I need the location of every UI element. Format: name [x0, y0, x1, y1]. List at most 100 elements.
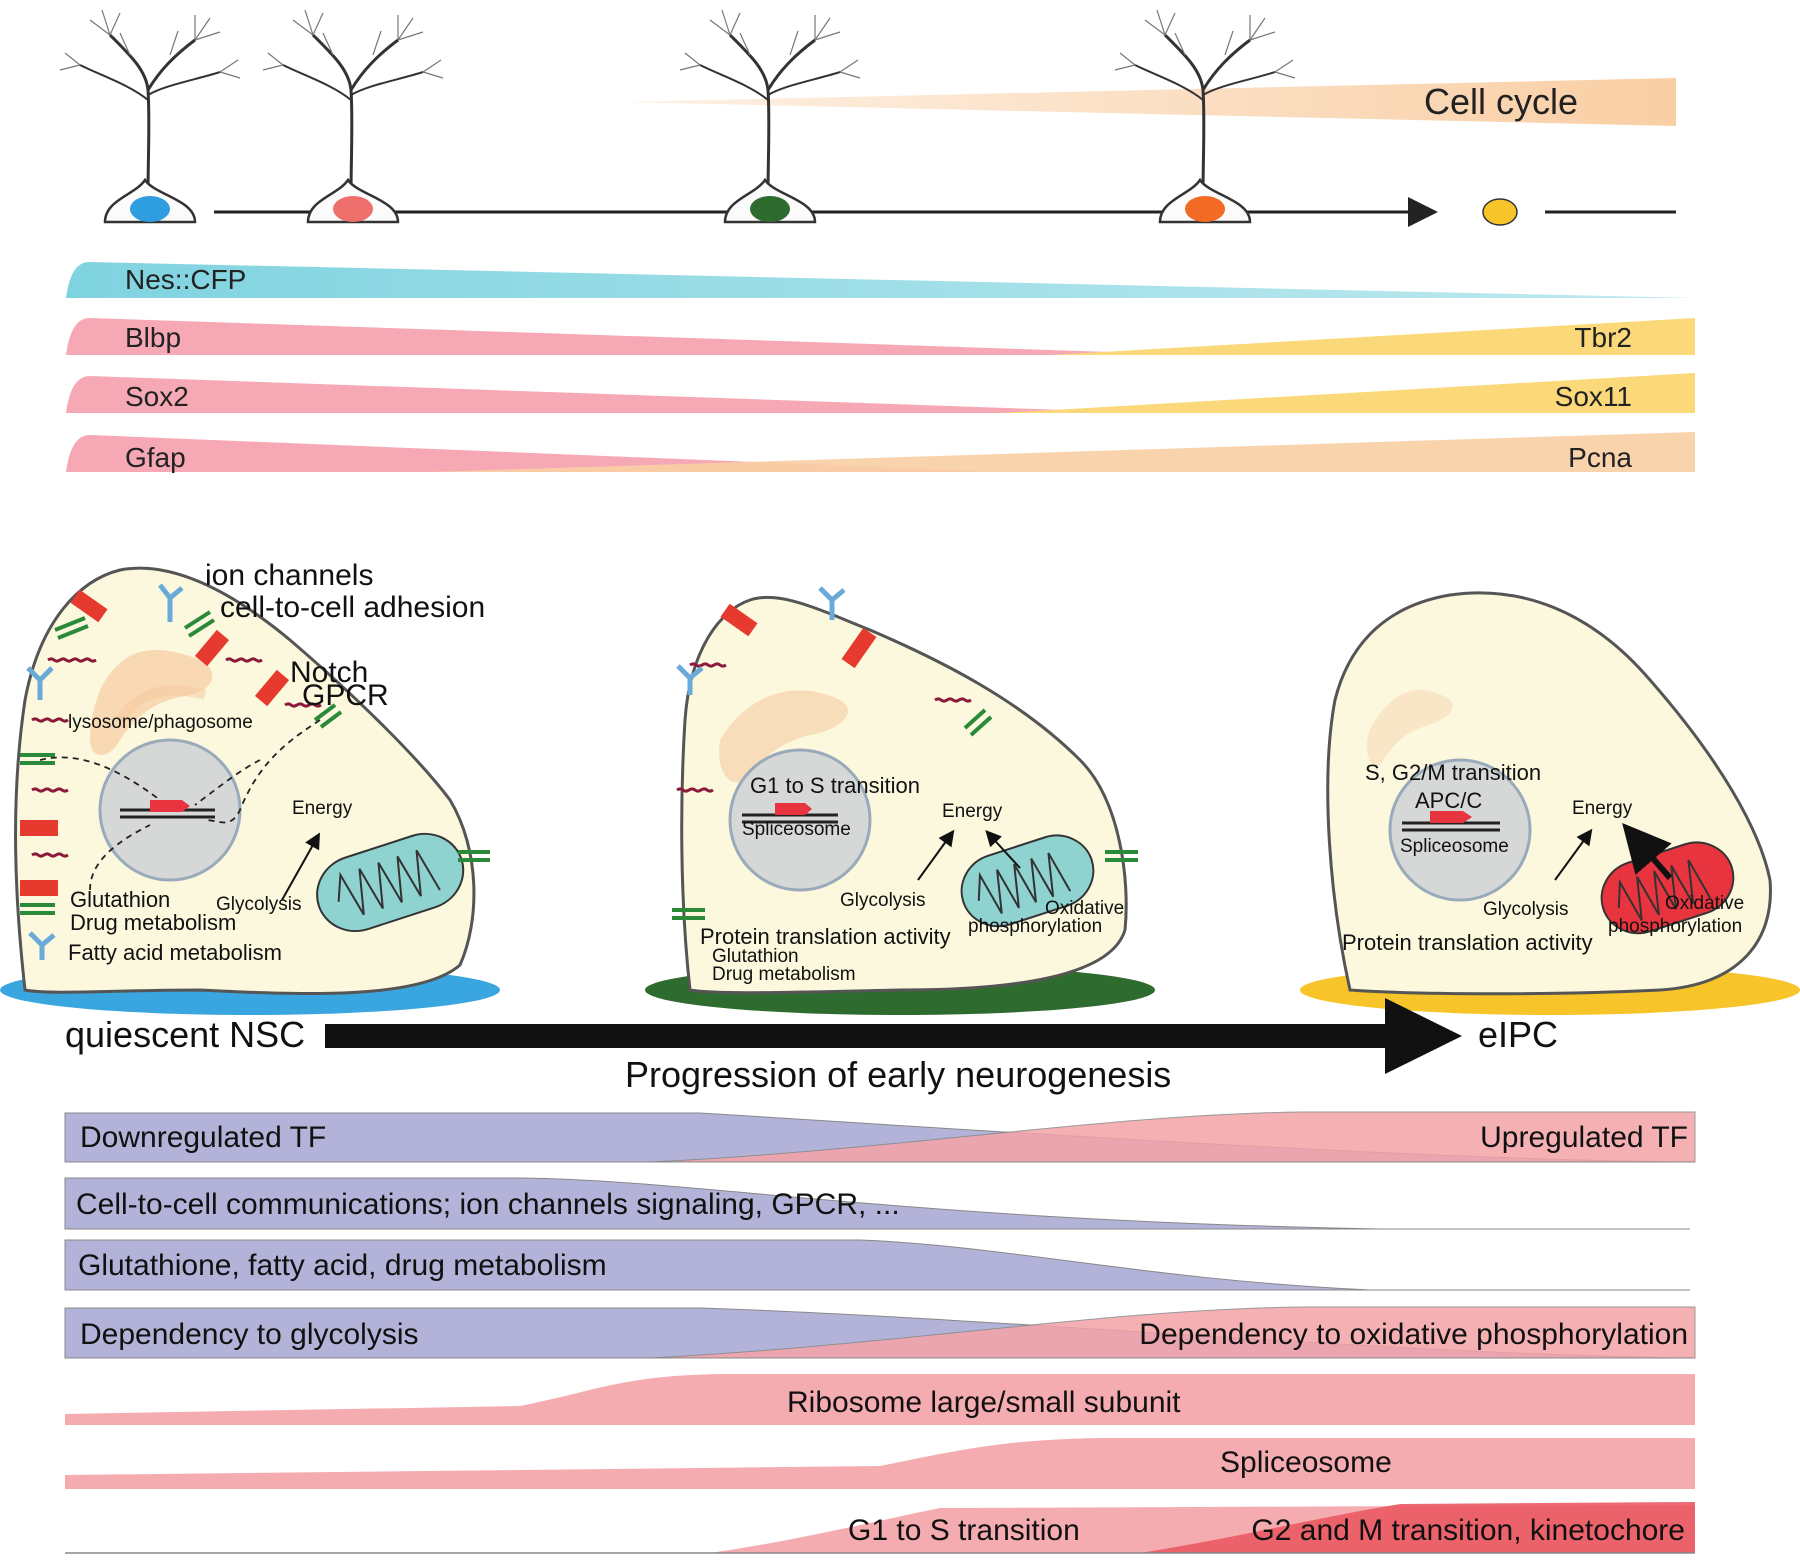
nes-band: [66, 262, 1695, 298]
g1s-band-label: G1 to S transition: [848, 1514, 1080, 1547]
glycolysis-label: Glycolysis: [216, 894, 302, 915]
adhesion-molecule-icon: [20, 610, 490, 915]
metabolism-band: [64, 1239, 1690, 1291]
radial-cell-pink: [262, 9, 444, 224]
spliceosome-label: Spliceosome: [1220, 1446, 1392, 1479]
oxphos-arrow: [985, 830, 1021, 869]
protein-translation-label: Protein translation activity: [1342, 930, 1593, 955]
ribosome-band: [65, 1374, 1695, 1425]
energy-label: Energy: [1572, 798, 1633, 819]
pcna-band: [430, 432, 1695, 472]
adhesion-label: cell-to-cell adhesion: [220, 591, 485, 624]
golgi-icon: [719, 690, 849, 783]
blbp-band: [66, 318, 1200, 355]
sox2-band: [66, 376, 1150, 413]
eipc-label: eIPC: [1478, 1014, 1558, 1055]
spliceosome-label: Spliceosome: [742, 819, 851, 840]
signaling-paths: [39, 719, 321, 891]
ion-channel-icon: [676, 586, 846, 695]
lysosome-label: lysosome/phagosome: [68, 712, 253, 733]
glycolysis-arrow: [281, 832, 320, 901]
ion-channels-label: ion channels: [205, 559, 373, 592]
cell-eipc: S, G2/M transition APC/C Spliceosome Ene…: [1300, 591, 1800, 1015]
oxidative-label: Oxidative: [1045, 898, 1124, 919]
progression-arrow: [325, 998, 1462, 1074]
radial-cell-green: [679, 9, 861, 224]
nes-label: Nes::CFP: [125, 264, 246, 295]
notch-receptor-icon: [70, 589, 108, 623]
dendrite-tree-icon: [59, 9, 241, 196]
radial-cell-orange: [1114, 9, 1296, 224]
cell-nucleus-green: [750, 196, 790, 222]
notch-receptor-icon: [254, 669, 290, 707]
cell-nucleus-pink: [333, 196, 373, 222]
notch-receptor-icon: [841, 627, 877, 669]
membrane-receptors: [672, 586, 1138, 920]
protein-translation-label: Protein translation activity: [700, 924, 951, 949]
oxphos-band: [649, 1306, 1696, 1359]
dendrite-tree-icon: [679, 9, 861, 196]
energy-label: Energy: [292, 798, 353, 819]
g2m-band: [1140, 1502, 1695, 1553]
g1s-label: G1 to S transition: [750, 773, 920, 798]
notch-label: Notch: [290, 656, 368, 689]
nucleus-icon: [728, 748, 872, 892]
radial-cell-blue: [59, 9, 241, 224]
ribosome-label: Ribosome large/small subunit: [787, 1386, 1181, 1419]
golgi-cisterna-icon: [115, 685, 207, 723]
glycolysis-arrow: [1554, 828, 1593, 881]
gfap-label: Gfap: [125, 442, 186, 473]
mitochondrion-icon: [960, 834, 1095, 928]
nucleus-icon: [98, 738, 242, 882]
up-tf-band: [649, 1111, 1696, 1163]
drug-metabolism-label: Drug metabolism: [712, 964, 856, 985]
communication-band: [64, 1177, 1690, 1230]
blbp-label: Blbp: [125, 322, 181, 353]
progression: quiescent NSC eIPC Progression of early …: [65, 998, 1558, 1095]
phosphorylation-label: phosphorylation: [968, 916, 1102, 937]
cell-nucleus-blue: [130, 196, 170, 222]
tbr2-label: Tbr2: [1574, 322, 1632, 353]
progression-caption: Progression of early neurogenesis: [625, 1054, 1171, 1095]
oxphos-dependency-label: Dependency to oxidative phosphorylation: [1139, 1318, 1688, 1351]
notch-receptor-icon: [720, 603, 758, 637]
ion-channel-icon: [26, 583, 184, 960]
s-g2m-label: S, G2/M transition: [1365, 760, 1541, 785]
glutathion-label: Glutathion: [70, 887, 170, 912]
dendrite-tree-icon: [262, 9, 444, 196]
glycolysis-dependency-label: Dependency to glycolysis: [80, 1318, 419, 1351]
down-tf-label: Downregulated TF: [80, 1121, 326, 1154]
fatty-acid-label: Fatty acid metabolism: [68, 940, 282, 965]
sox11-band: [1000, 373, 1695, 413]
gpcr-coil-icon: [676, 662, 972, 793]
energy-label: Energy: [942, 801, 1003, 822]
notch-receptor-icon: [20, 820, 58, 836]
up-tf-label: Upregulated TF: [1480, 1121, 1688, 1154]
spliceosome-label: Spliceosome: [1400, 836, 1509, 857]
spliceosome-band: [65, 1438, 1695, 1489]
adhesion-molecule-icon: [672, 708, 1138, 920]
tbr2-band: [1050, 318, 1695, 355]
sox11-label: Sox11: [1555, 381, 1632, 412]
mitochondrion-icon: [316, 832, 465, 933]
oxphos-arrow-bold: [1622, 822, 1673, 880]
glycolysis-label: Glycolysis: [840, 890, 926, 911]
metabolism-label: Glutathione, fatty acid, drug metabolism: [78, 1249, 607, 1282]
gpcr-label: GPCR: [302, 679, 389, 712]
golgi-icon: [1366, 690, 1453, 766]
glycolysis-label: Glycolysis: [1483, 899, 1569, 920]
sox2-label: Sox2: [125, 381, 189, 412]
ipc-cell-yellow: [1482, 198, 1518, 226]
pcna-label: Pcna: [1568, 442, 1632, 473]
apcc-label: APC/C: [1415, 788, 1482, 813]
cell-cycle-band: [625, 78, 1676, 126]
cell-intermediate: G1 to S transition Spliceosome Energy Gl…: [645, 586, 1155, 1015]
cell-quiescent-nsc: ion channels cell-to-cell adhesion Notch…: [0, 559, 500, 1015]
trend-bands: Downregulated TF Upregulated TF Cell-to-…: [64, 1111, 1696, 1554]
timeline: Cell cycle: [59, 9, 1676, 227]
cell-cycle-label: Cell cycle: [1424, 81, 1578, 122]
nucleus-icon: [1388, 758, 1532, 902]
oxidative-label: Oxidative: [1665, 893, 1744, 914]
